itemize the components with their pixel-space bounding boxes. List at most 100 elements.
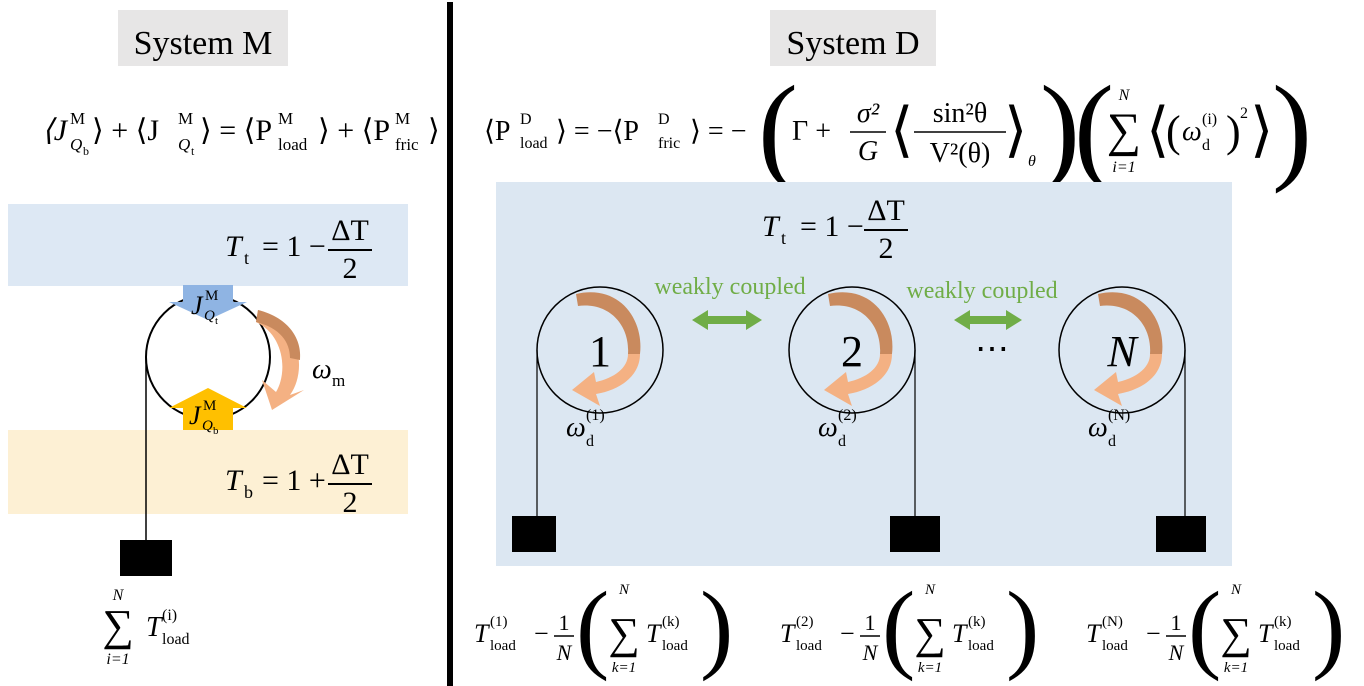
load-formula-lparen-1: ( — [576, 571, 609, 682]
rotor-label-2: 2 — [841, 327, 863, 376]
motor-rotation-arrow-dark — [256, 310, 301, 360]
rotor-load-weight-2 — [890, 516, 940, 552]
eq-m-sup3: M — [278, 109, 293, 128]
system-d-equation: ⟨P D load ⟩ = −⟨P D fric ⟩ = − ( Γ + σ² … — [484, 61, 1312, 194]
load-formula-inner-sup-2: (k) — [968, 614, 986, 630]
load-formula-inner-var-1: T — [646, 619, 662, 648]
eq-d-rangle: ⟩ — [1004, 97, 1027, 163]
top-bath-label: T t = 1 − ΔT 2 — [225, 214, 372, 285]
eq-m-sub1: Q — [70, 135, 82, 154]
eq-d-sum-top: N — [1118, 87, 1131, 104]
omega-m-var: ω — [312, 354, 332, 385]
load-formula-rparen-2: ) — [1006, 571, 1039, 682]
eq-d-omega-sub: d — [1202, 137, 1210, 154]
system-m-title-bg — [118, 10, 288, 66]
eq-d-omega-sup: (i) — [1202, 111, 1217, 128]
load-formula-inner-sup-3: (k) — [1274, 614, 1292, 630]
load-formula-var-3: T — [1086, 619, 1102, 648]
load-formula-sup-2: (2) — [796, 614, 814, 630]
flux-top-var: J — [191, 291, 204, 320]
load-formula-var-1: T — [474, 619, 490, 648]
flux-bottom-sub: Q — [202, 418, 213, 434]
eq-d-pload: ⟨P — [484, 116, 511, 147]
d-bath-sub: t — [781, 228, 786, 248]
eq-m-equals: ⟩ = ⟨P — [200, 114, 272, 147]
load-formula-var-2: T — [780, 619, 796, 648]
eq-m-end: ⟩ — [428, 114, 440, 147]
rotor-group: 1ω(1)d2ω(2)dNω(N)d — [512, 286, 1206, 552]
eq-d-rangle2: ⟩ — [1250, 97, 1273, 163]
system-d-bath-label: T t = 1 − ΔT 2 — [762, 194, 908, 265]
eq-d-sum-bottom: i=1 — [1112, 159, 1135, 176]
top-bath-band — [8, 204, 408, 286]
flux-bottom-subsub: b — [213, 425, 219, 437]
omega-m-sub: m — [332, 371, 345, 390]
load-sub: load — [162, 631, 190, 648]
flux-top-sup: M — [205, 288, 218, 304]
load-formula-n-2: N — [862, 640, 879, 665]
load-formula-inner-var-2: T — [952, 619, 968, 648]
load-formula-one-3: 1 — [1171, 610, 1182, 635]
load-formula-lparen-3: ( — [1188, 571, 1221, 682]
heat-flux-bottom-label: J M Q b — [189, 398, 219, 437]
eq-d-lparen3: ( — [1166, 107, 1181, 156]
eq-d-lparen2: ( — [1074, 61, 1114, 194]
bottom-bath-frac-num: ΔT — [331, 448, 369, 481]
coupling-label-2: weakly coupled — [906, 278, 1057, 304]
system-m-equation: ⟨J M Q b ⟩ + ⟨J M Q t ⟩ = ⟨P M load ⟩ + … — [42, 109, 440, 158]
load-formula-sum-top-2: N — [924, 582, 936, 598]
eq-m-plus1: ⟩ + ⟨J — [92, 114, 159, 147]
eq-d-pfric-sub: fric — [658, 135, 680, 152]
d-bath-frac-den: 2 — [879, 232, 894, 265]
load-formula-group: T(1)load−1N(N∑k=1T(k)load)T(2)load−1N(N∑… — [474, 571, 1345, 682]
load-formula-inner-sub-2: load — [968, 638, 994, 654]
load-formula-sum-3: ∑ — [1220, 609, 1251, 658]
rotor-omega-sub-2: d — [838, 433, 846, 450]
rotor-arrow-dark-3 — [1098, 292, 1163, 354]
rotor-load-weight-3 — [1156, 516, 1206, 552]
bottom-bath-var: T — [225, 464, 244, 497]
motor-load-sum: N ∑ i=1 T (i) load — [102, 587, 189, 668]
load-formula-inner-sub-3: load — [1274, 638, 1300, 654]
load-formula-rparen-1: ) — [700, 571, 733, 682]
bottom-bath-band — [8, 430, 408, 514]
load-formula-sub-2: load — [796, 638, 822, 654]
load-formula-sum-top-1: N — [618, 582, 630, 598]
flux-bottom-sup: M — [203, 398, 216, 414]
load-formula-sum-bottom-3: k=1 — [1224, 660, 1248, 676]
top-bath-sub: t — [244, 248, 249, 268]
motor-load-weight — [120, 540, 172, 576]
rotor-omega-sup-2: (2) — [838, 407, 857, 424]
load-formula-sum-2: ∑ — [914, 609, 945, 658]
load-formula-sum-bottom-2: k=1 — [918, 660, 942, 676]
rotor-arrow-dark-1 — [576, 292, 641, 354]
eq-d-lparen1: ( — [758, 61, 798, 194]
rotor-arrow-dark-2 — [828, 292, 893, 354]
eq-d-omega: ω — [1182, 116, 1202, 147]
load-formula-sum-bottom-1: k=1 — [612, 660, 636, 676]
eq-m-subsub1: b — [83, 144, 89, 158]
heat-flux-top-arrow — [169, 285, 247, 320]
load-formula-n-1: N — [556, 640, 573, 665]
load-formula-sub-3: load — [1102, 638, 1128, 654]
top-bath-frac-den: 2 — [343, 252, 358, 285]
rotor-omega-var-1: ω — [566, 412, 586, 443]
eq-d-langle: ⟨ — [890, 97, 913, 163]
flux-bottom-var: J — [189, 401, 202, 430]
eq-d-square: 2 — [1240, 105, 1248, 122]
load-sum-bottom: i=1 — [106, 651, 129, 668]
bottom-bath-frac-den: 2 — [343, 486, 358, 519]
eq-m-subsub2: t — [191, 144, 195, 158]
rotor-arrow-light-3 — [1094, 354, 1162, 406]
load-formula-lparen-2: ( — [882, 571, 915, 682]
eq-d-theta-sub: θ — [1028, 153, 1036, 170]
system-m-title: System M — [134, 25, 273, 62]
flux-top-subsub: t — [215, 315, 218, 327]
eq-d-pfric-sup: D — [658, 111, 670, 128]
rotor-ellipsis: ⋯ — [975, 331, 1009, 368]
heat-flux-top-label: J M Q t — [191, 288, 218, 327]
d-bath-frac-num: ΔT — [867, 194, 905, 227]
motor-rotation-arrow — [256, 310, 304, 410]
